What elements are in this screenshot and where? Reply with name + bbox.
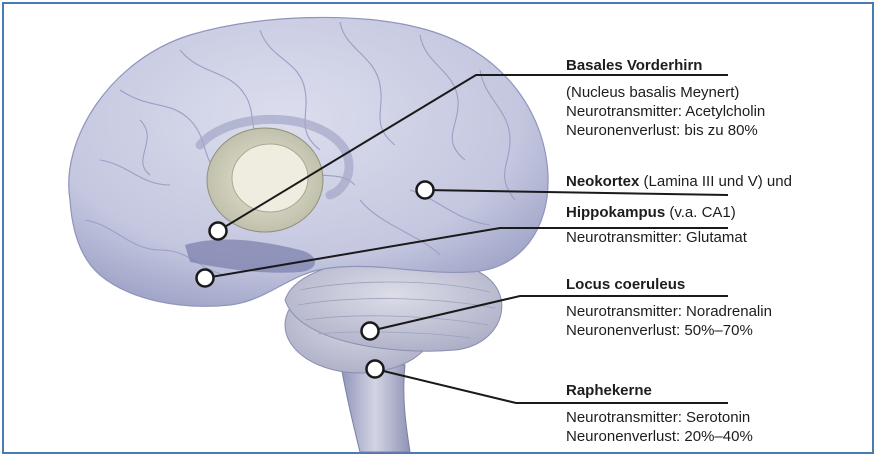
label-basal-line3: Neuronenverlust: bis zu 80% — [566, 121, 765, 140]
inner-ring-shape — [232, 144, 308, 212]
label-locus-line2: Neuronenverlust: 50%–70% — [566, 321, 772, 340]
marker-basal — [210, 223, 227, 240]
marker-locus — [362, 323, 379, 340]
label-basal-line1: (Nucleus basalis Meynert) — [566, 83, 765, 102]
label-basal: Basales Vorderhirn (Nucleus basalis Meyn… — [566, 56, 765, 140]
label-hippo-rest: (v.a. CA1) — [665, 204, 736, 221]
label-raphe-line2: Neuronenverlust: 20%–40% — [566, 427, 753, 446]
label-hippo: Hippokampus (v.a. CA1) Neurotransmitter:… — [566, 203, 747, 247]
label-neo-rest: (Lamina III und V) und — [639, 173, 792, 190]
label-locus: Locus coeruleus Neurotransmitter: Noradr… — [566, 275, 772, 340]
marker-neo — [417, 182, 434, 199]
label-hippo-title: Hippokampus — [566, 204, 665, 221]
marker-hippo — [197, 270, 214, 287]
label-neo-title: Neokortex — [566, 173, 639, 190]
marker-raphe — [367, 361, 384, 378]
label-locus-line1: Neurotransmitter: Noradrenalin — [566, 302, 772, 321]
label-raphe: Raphekerne Neurotransmitter: Serotonin N… — [566, 381, 753, 446]
label-raphe-title: Raphekerne — [566, 381, 753, 400]
label-raphe-line1: Neurotransmitter: Serotonin — [566, 408, 753, 427]
label-hippo-line1: Neurotransmitter: Glutamat — [566, 228, 747, 247]
label-basal-line2: Neurotransmitter: Acetylcholin — [566, 102, 765, 121]
label-neo: Neokortex (Lamina III und V) und — [566, 172, 792, 191]
label-locus-title: Locus coeruleus — [566, 275, 772, 294]
label-basal-title: Basales Vorderhirn — [566, 56, 765, 75]
